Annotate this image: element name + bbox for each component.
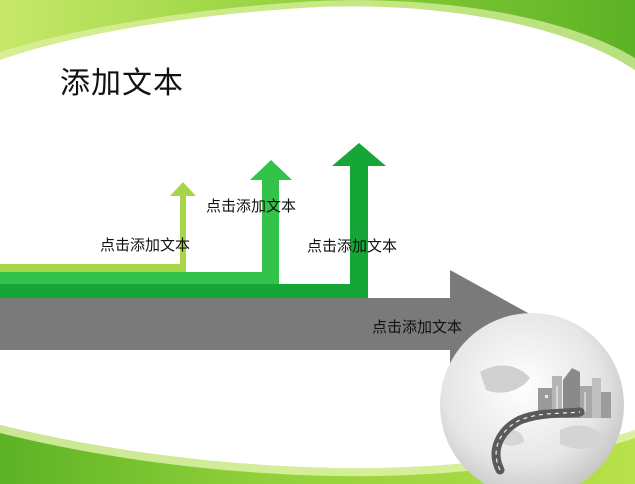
- slide-title[interactable]: 添加文本: [60, 66, 184, 101]
- arrow-mid-green: [0, 160, 292, 288]
- text-label-1[interactable]: 点击添加文本: [100, 236, 191, 254]
- text-label-2[interactable]: 点击添加文本: [206, 197, 297, 215]
- arrow-light-green: [0, 182, 196, 272]
- text-label-4[interactable]: 点击添加文本: [372, 318, 463, 336]
- text-label-3[interactable]: 点击添加文本: [307, 237, 398, 255]
- top-swoosh-inner: [0, 0, 635, 70]
- arrow-dark-green: [0, 143, 386, 298]
- arrow-gray-main: [0, 270, 548, 378]
